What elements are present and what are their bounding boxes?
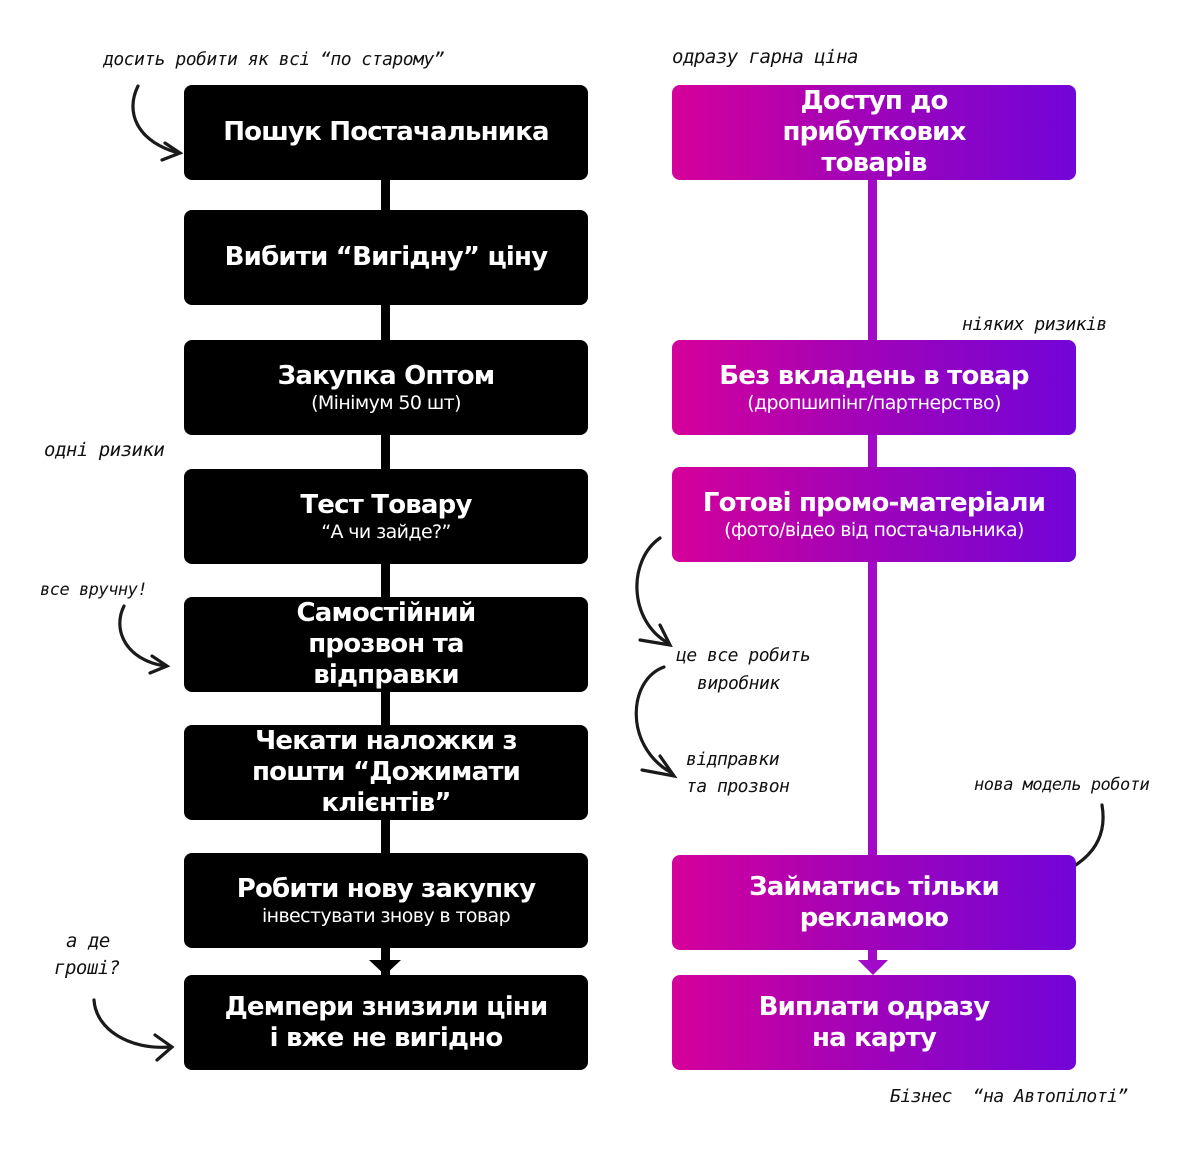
step-title: Самостійний прозвон та відправки	[296, 598, 477, 690]
step-title: Пошук Постачальника	[223, 117, 549, 147]
note-maker-does-2: виробник	[697, 673, 780, 694]
note-where-money-2: гроші?	[54, 957, 120, 979]
right-step-promo-materials: Готові промо-матеріали (фото/відео від п…	[672, 467, 1076, 562]
step-subtitle: “А чи зайде?”	[321, 521, 451, 543]
note-maker-does-1: це все робить	[676, 645, 811, 666]
step-title: Робити нову закупку	[236, 874, 536, 904]
curved-arrow-icon	[118, 604, 167, 668]
arrowhead-icon	[160, 141, 184, 162]
left-step-new-purchase: Робити нову закупку інвестувати знову в …	[184, 853, 588, 948]
note-stop-old-way: досить робити як всі “по старому”	[103, 49, 445, 70]
left-step-negotiate-price: Вибити “Вигідну” ціну	[184, 210, 588, 305]
arrowhead-icon	[153, 1033, 175, 1062]
left-step-calls-shipping: Самостійний прозвон та відправки	[184, 597, 588, 692]
step-subtitle: інвестувати знову в товар	[261, 905, 511, 927]
left-step-wholesale-purchase: Закупка Оптом (Мінімум 50 шт)	[184, 340, 588, 435]
note-shipping-1: відправки	[686, 749, 780, 770]
step-subtitle: (Мінімум 50 шт)	[311, 392, 461, 414]
right-step-ads-only: Займатись тільки рекламою	[672, 855, 1076, 950]
note-good-price: одразу гарна ціна	[672, 46, 858, 68]
right-flow-arrowhead	[858, 960, 888, 975]
step-title: Чекати наложки з пошти “Дожимати клієнті…	[251, 726, 521, 818]
note-only-risks: одні ризики	[44, 439, 165, 461]
step-title: Тест Товару	[300, 490, 472, 520]
arrowhead-icon	[148, 654, 171, 675]
step-subtitle: (дропшипінг/партнерство)	[747, 392, 1001, 414]
note-new-model: нова модель роботи	[974, 775, 1150, 795]
step-title: Без вкладень в товар	[719, 361, 1029, 391]
curved-arrow-icon	[634, 665, 672, 774]
left-step-product-test: Тест Товару “А чи зайде?”	[184, 469, 588, 564]
right-step-profitable-products: Доступ до прибуткових товарів	[672, 85, 1076, 180]
step-title: Виплати одразу на карту	[758, 991, 991, 1053]
step-title: Займатись тільки рекламою	[749, 871, 1000, 933]
step-title: Вибити “Вигідну” ціну	[224, 242, 549, 272]
curved-arrow-icon	[635, 536, 670, 645]
step-subtitle: (фото/відео від постачальника)	[724, 519, 1024, 541]
note-no-risks: ніяких ризиків	[962, 314, 1107, 335]
right-step-payouts: Виплати одразу на карту	[672, 975, 1076, 1070]
curved-arrow-icon	[131, 84, 180, 155]
left-step-dumpers: Демпери знизили ціни і вже не вигідно	[184, 975, 588, 1070]
step-title: Доступ до прибуткових товарів	[782, 86, 966, 178]
left-flow-line	[381, 175, 390, 975]
note-shipping-2: та прозвон	[686, 776, 790, 797]
right-flow-line	[868, 175, 877, 965]
curved-arrow-icon	[92, 998, 172, 1049]
left-step-find-supplier: Пошук Постачальника	[184, 85, 588, 180]
note-all-manual: все вручну!	[40, 580, 148, 600]
note-autopilot: Бізнес “на Автопілоті”	[890, 1086, 1128, 1107]
step-title: Демпери знизили ціни і вже не вигідно	[224, 991, 549, 1053]
arrowhead-icon	[638, 623, 673, 648]
step-title: Закупка Оптом	[277, 361, 495, 391]
left-step-wait-cod: Чекати наложки з пошти “Дожимати клієнті…	[184, 725, 588, 820]
right-step-no-investment: Без вкладень в товар (дропшипінг/партнер…	[672, 340, 1076, 435]
left-flow-arrowhead	[369, 960, 401, 975]
step-title: Готові промо-матеріали	[702, 488, 1046, 518]
arrowhead-icon	[640, 754, 678, 779]
note-where-money-1: а де	[66, 930, 110, 952]
